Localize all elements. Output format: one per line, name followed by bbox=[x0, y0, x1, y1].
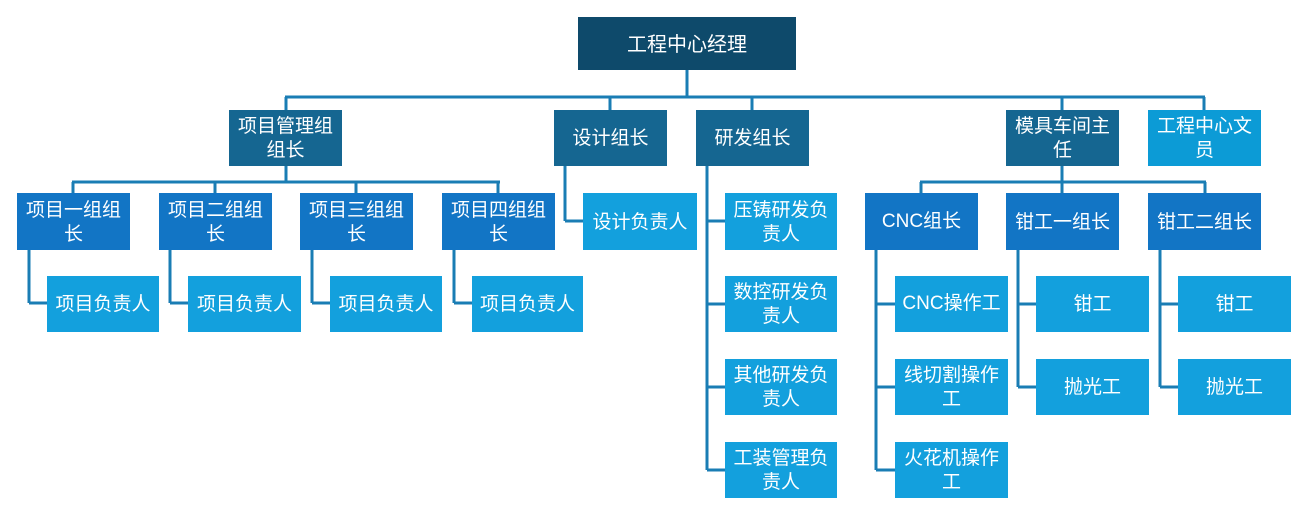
node-mold-workshop: 模具车间主任 bbox=[1006, 110, 1119, 166]
node-project-group-1-member: 项目负责人 bbox=[47, 276, 159, 332]
node-clerk: 工程中心文员 bbox=[1148, 110, 1261, 166]
node-project-group-4-member: 项目负责人 bbox=[472, 276, 583, 332]
node-fitter-1-member-2: 抛光工 bbox=[1036, 359, 1149, 415]
node-rnd-member-4: 工装管理负责人 bbox=[725, 442, 837, 498]
node-project-group-3-member: 项目负责人 bbox=[330, 276, 442, 332]
node-project-group-1-leader: 项目一组组长 bbox=[17, 193, 130, 250]
node-cnc-leader: CNC组长 bbox=[865, 193, 978, 250]
node-fitter-1-member-1: 钳工 bbox=[1036, 276, 1149, 332]
node-cnc-member-2: 线切割操作工 bbox=[895, 359, 1008, 415]
node-project-group-4-leader: 项目四组组长 bbox=[442, 193, 555, 250]
node-fitter-2-member-2: 抛光工 bbox=[1178, 359, 1291, 415]
node-rnd-member-3: 其他研发负责人 bbox=[725, 359, 837, 415]
node-rnd: 研发组长 bbox=[696, 110, 809, 166]
node-design-member: 设计负责人 bbox=[583, 193, 697, 250]
node-project-group-3-leader: 项目三组组长 bbox=[300, 193, 413, 250]
node-fitter-2-leader: 钳工二组长 bbox=[1148, 193, 1261, 250]
node-project-group-2-leader: 项目二组组长 bbox=[159, 193, 272, 250]
node-root: 工程中心经理 bbox=[578, 17, 796, 70]
node-rnd-member-2: 数控研发负责人 bbox=[725, 276, 837, 332]
node-cnc-member-3: 火花机操作工 bbox=[895, 442, 1008, 498]
node-cnc-member-1: CNC操作工 bbox=[895, 276, 1008, 332]
node-fitter-1-leader: 钳工一组长 bbox=[1006, 193, 1119, 250]
node-design: 设计组长 bbox=[554, 110, 667, 166]
node-rnd-member-1: 压铸研发负责人 bbox=[725, 193, 837, 250]
node-fitter-2-member-1: 钳工 bbox=[1178, 276, 1291, 332]
node-project-mgmt: 项目管理组组长 bbox=[229, 110, 342, 166]
node-project-group-2-member: 项目负责人 bbox=[188, 276, 301, 332]
